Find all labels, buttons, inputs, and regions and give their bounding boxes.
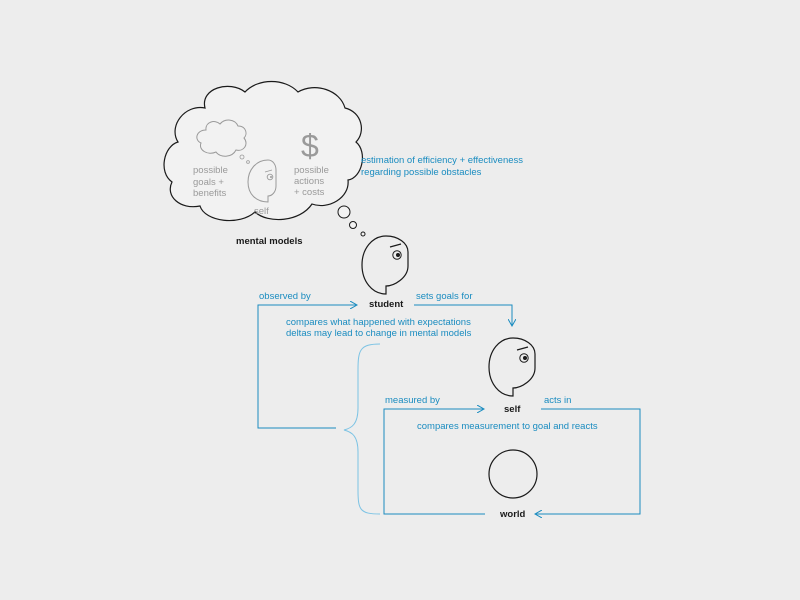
observed-by-label: observed by: [259, 291, 311, 302]
self-head-icon: [488, 337, 536, 397]
mental-models-label: mental models: [236, 236, 303, 247]
compares-expectations-text: compares what happened with expectations…: [286, 317, 473, 339]
self-label: self: [504, 404, 521, 415]
acts-in-label: acts in: [544, 395, 571, 406]
measured-by-label: measured by: [385, 395, 440, 406]
cloud-self-label: self: [254, 206, 269, 217]
acts-in-arrow: [535, 408, 641, 514]
sets-goals-for-label: sets goals for: [416, 291, 473, 302]
thought-cloud: [163, 81, 364, 222]
cloud-actions-label: possible actions + costs: [294, 165, 332, 198]
sets-goals-arrow: [414, 304, 512, 326]
student-head-icon: [361, 235, 409, 295]
thought-bubble: [360, 231, 366, 237]
compares-goal-text: compares measurement to goal and reacts: [417, 421, 598, 432]
measured-by-arrow: [383, 409, 485, 515]
cloud-goals-label: possible goals + benefits: [193, 165, 231, 199]
self-head-icon: [247, 159, 277, 203]
observed-by-arrow: [257, 305, 357, 429]
curly-brace: [343, 343, 381, 515]
world-label: world: [499, 509, 526, 520]
student-label: student: [369, 299, 404, 310]
estimation-text: estimation of efficiency + effectiveness…: [361, 155, 526, 178]
goals-cloud-icon: [196, 119, 247, 157]
dollar-icon: $: [301, 128, 319, 164]
thought-bubble: [337, 205, 351, 219]
thought-bubble: [349, 221, 357, 229]
world-circle-icon: [488, 449, 538, 499]
